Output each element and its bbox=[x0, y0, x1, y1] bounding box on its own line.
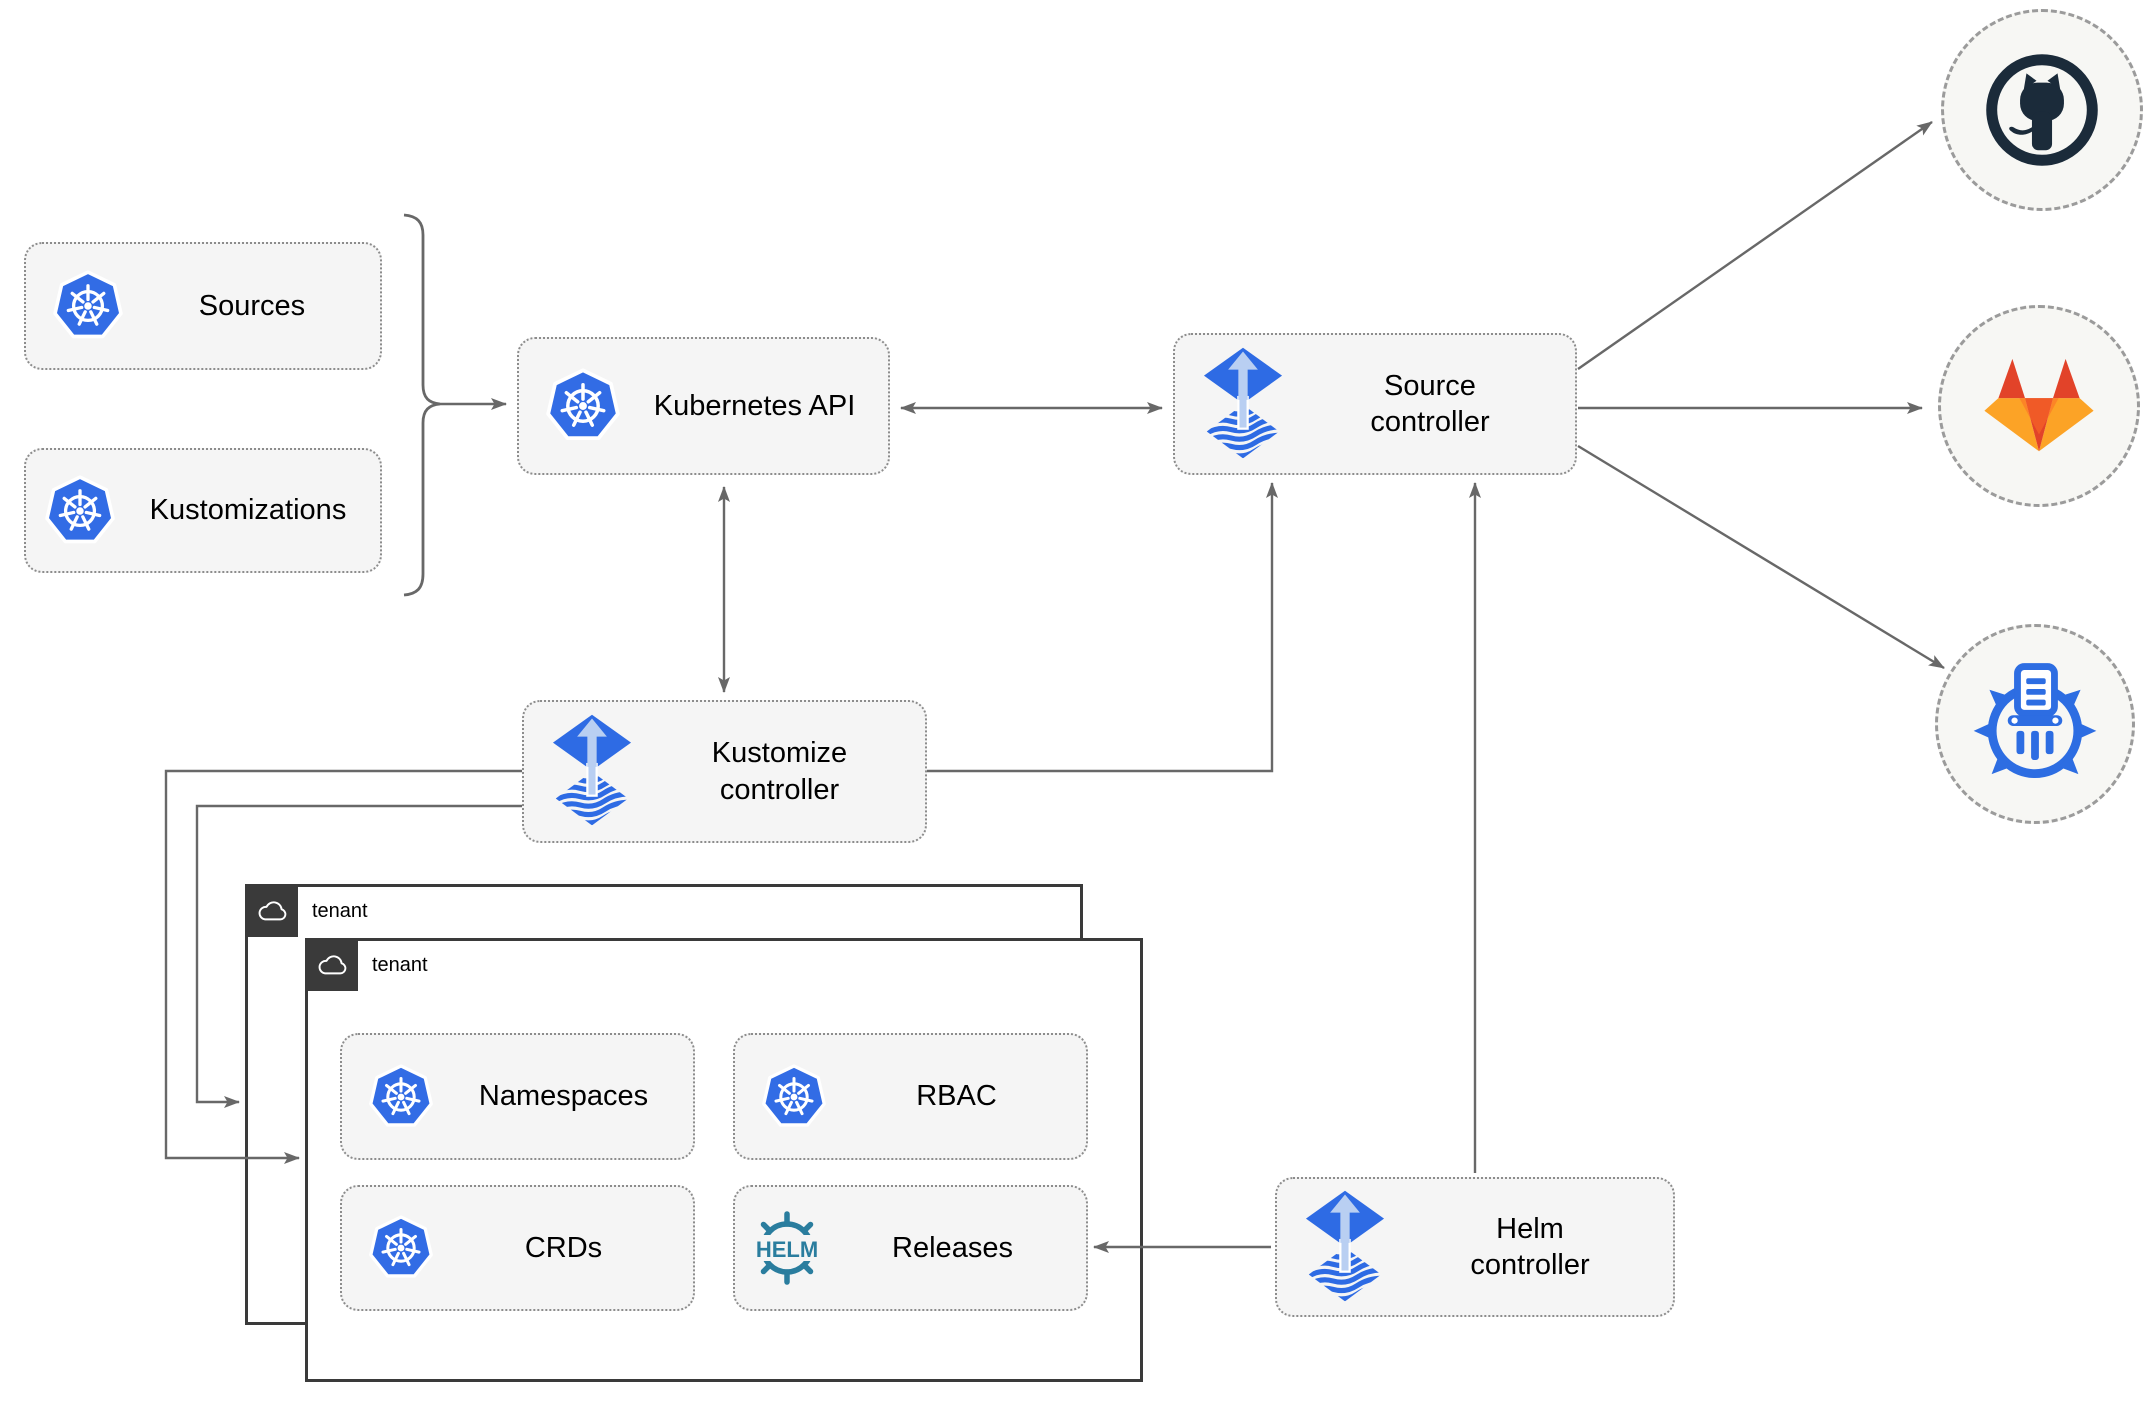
node-rbac: RBAC bbox=[733, 1033, 1088, 1160]
kubernetes-icon bbox=[368, 1064, 434, 1130]
node-helm-controller: Helm controller bbox=[1275, 1177, 1675, 1317]
tenant-header bbox=[308, 941, 358, 991]
node-kustomizations: Kustomizations bbox=[24, 448, 382, 573]
endpoint-gitlab bbox=[1938, 305, 2140, 507]
helm-logo-text: HELM bbox=[756, 1237, 818, 1262]
edge-source-controller-chartmuseum bbox=[1577, 444, 1945, 670]
node-label: CRDs bbox=[524, 1231, 603, 1264]
node-label: Namespaces bbox=[478, 1080, 649, 1113]
tenant-box-front: tenant bbox=[305, 938, 1143, 1382]
endpoint-github bbox=[1941, 9, 2143, 211]
gitlab-fox-icon bbox=[1984, 358, 2094, 451]
tenant-label: tenant bbox=[312, 900, 368, 922]
node-label: RBAC bbox=[916, 1080, 997, 1113]
node-label: Kubernetes API bbox=[653, 389, 856, 422]
kubernetes-icon bbox=[368, 1215, 434, 1281]
node-namespaces: Namespaces bbox=[340, 1033, 695, 1160]
node-sources: Sources bbox=[24, 242, 382, 370]
node-releases: HELM Releases bbox=[733, 1185, 1088, 1311]
node-crds: CRDs bbox=[340, 1185, 695, 1311]
node-label: Kustomizations bbox=[149, 494, 347, 527]
flux-icon bbox=[1201, 345, 1285, 464]
edge-kustomize-controller-source-controller bbox=[927, 482, 1278, 773]
kubernetes-icon bbox=[44, 475, 116, 547]
kubernetes-icon bbox=[52, 270, 124, 342]
node-kubernetes-api: Kubernetes API bbox=[517, 337, 890, 475]
helm-icon: HELM bbox=[755, 1200, 819, 1296]
cloud-icon bbox=[318, 955, 347, 975]
node-label: Sources bbox=[198, 289, 306, 322]
node-kustomize-controller: Kustomize controller bbox=[522, 700, 927, 843]
cloud-icon bbox=[258, 901, 287, 921]
node-source-controller: Source controller bbox=[1173, 333, 1577, 475]
endpoint-chartmuseum bbox=[1935, 624, 2135, 824]
node-label: Helm controller bbox=[1470, 1212, 1590, 1281]
github-octocat-icon bbox=[1986, 54, 2098, 166]
node-label: Kustomize controller bbox=[711, 737, 848, 806]
kubernetes-icon bbox=[545, 368, 621, 444]
brace-sources-group bbox=[403, 213, 441, 597]
chartmuseum-wheel-icon bbox=[1973, 663, 2097, 779]
flux-icon bbox=[1303, 1188, 1387, 1307]
tenant-label: tenant bbox=[372, 954, 428, 976]
node-label: Releases bbox=[892, 1231, 1013, 1264]
tenant-header bbox=[248, 887, 298, 937]
kubernetes-icon bbox=[761, 1064, 827, 1130]
flux-icon bbox=[550, 712, 634, 831]
edge-source-controller-github bbox=[1577, 121, 1933, 370]
node-label: Source controller bbox=[1370, 369, 1490, 438]
